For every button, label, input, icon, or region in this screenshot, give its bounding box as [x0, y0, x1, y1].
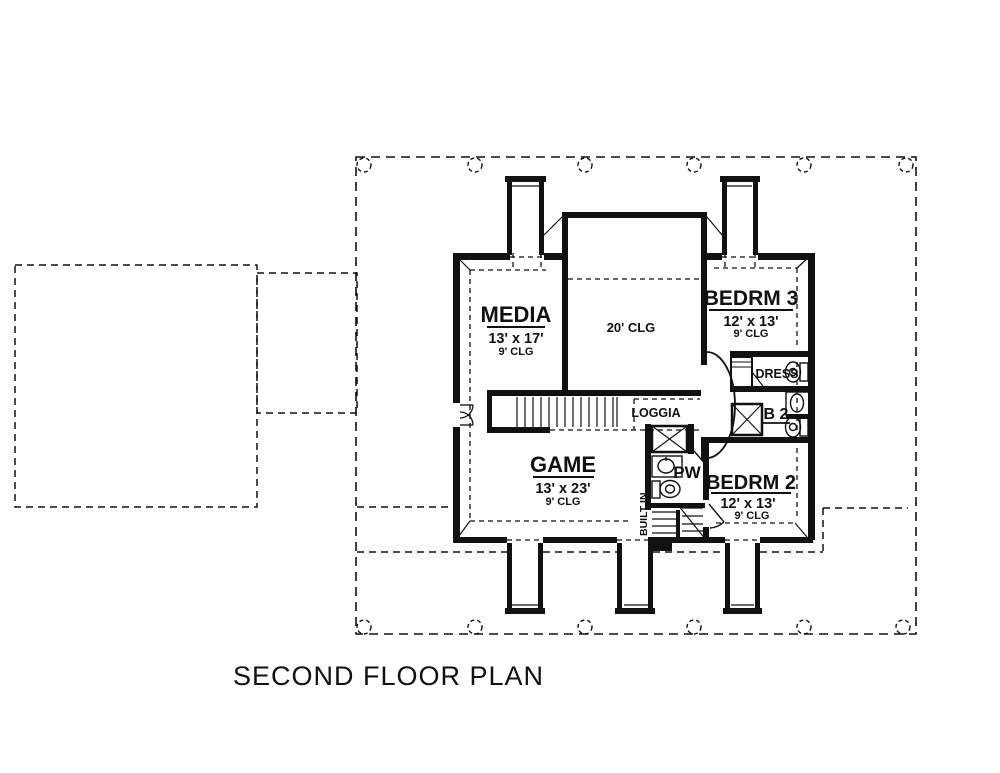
stairs-main	[516, 397, 618, 427]
chimney-top-right	[720, 176, 760, 255]
powder-sink	[651, 455, 683, 478]
chimney-top-left	[505, 176, 546, 255]
shower	[730, 402, 764, 437]
powder-chase-box	[650, 424, 689, 454]
bathtub	[785, 391, 811, 416]
drawing-title: SECOND FLOOR PLAN	[233, 661, 544, 691]
bedroom2-door	[708, 503, 725, 529]
room-dims: 13' x 17'	[488, 331, 543, 347]
roof-edge-circles	[356, 157, 914, 635]
bottom-bays	[505, 543, 762, 614]
interior-walls	[487, 351, 813, 551]
lower-roof-dashed	[14, 264, 908, 553]
room-dims: 13' x 23'	[535, 481, 590, 497]
room-label-game: GAME 13' x 23' 9' CLG	[530, 452, 596, 508]
room-ceil: 9' CLG	[734, 510, 769, 522]
built-in-label: BUILT IN	[638, 492, 650, 536]
roof-outline	[355, 156, 917, 635]
powder-door	[693, 450, 708, 467]
exterior-walls	[453, 253, 815, 543]
dress-closet	[730, 356, 764, 388]
powder-toilet	[651, 479, 681, 499]
room-dims: 12' x 13'	[723, 314, 778, 330]
toilet-bath2	[784, 416, 809, 438]
room-name: MEDIA	[481, 302, 552, 327]
ceiling-break-lines	[469, 253, 798, 541]
room-name: BEDRM 3	[704, 287, 799, 310]
bath2-label: B 2	[763, 406, 790, 424]
room-ceil: 9' CLG	[733, 328, 768, 340]
toilet-dress	[784, 361, 809, 383]
room-label-bedrm3: BEDRM 3 12' x 13' 9' CLG	[704, 287, 799, 340]
powder-label: PW	[673, 463, 701, 482]
stairs-down-flight	[652, 504, 707, 541]
double-door	[459, 404, 474, 426]
room-name: BEDRM 2	[706, 472, 796, 494]
room-ceil: 9' CLG	[545, 496, 580, 508]
room-label-media: MEDIA 13' x 17' 9' CLG	[481, 302, 552, 358]
dress-label: DRESS	[755, 367, 798, 381]
room-dims: 12' x 13'	[720, 496, 775, 512]
loggia-label: LOGGIA	[631, 406, 680, 420]
room-ceil: 9' CLG	[498, 346, 533, 358]
balcony-door-gap	[452, 403, 461, 427]
tall-ceiling-label: 20' CLG	[607, 320, 656, 335]
svg-text:B 2: B 2	[764, 406, 789, 423]
room-label-bedrm2: BEDRM 2 12' x 13' 9' CLG	[706, 472, 796, 522]
room-name: GAME	[530, 452, 596, 477]
two-story-space-walls	[487, 212, 707, 396]
